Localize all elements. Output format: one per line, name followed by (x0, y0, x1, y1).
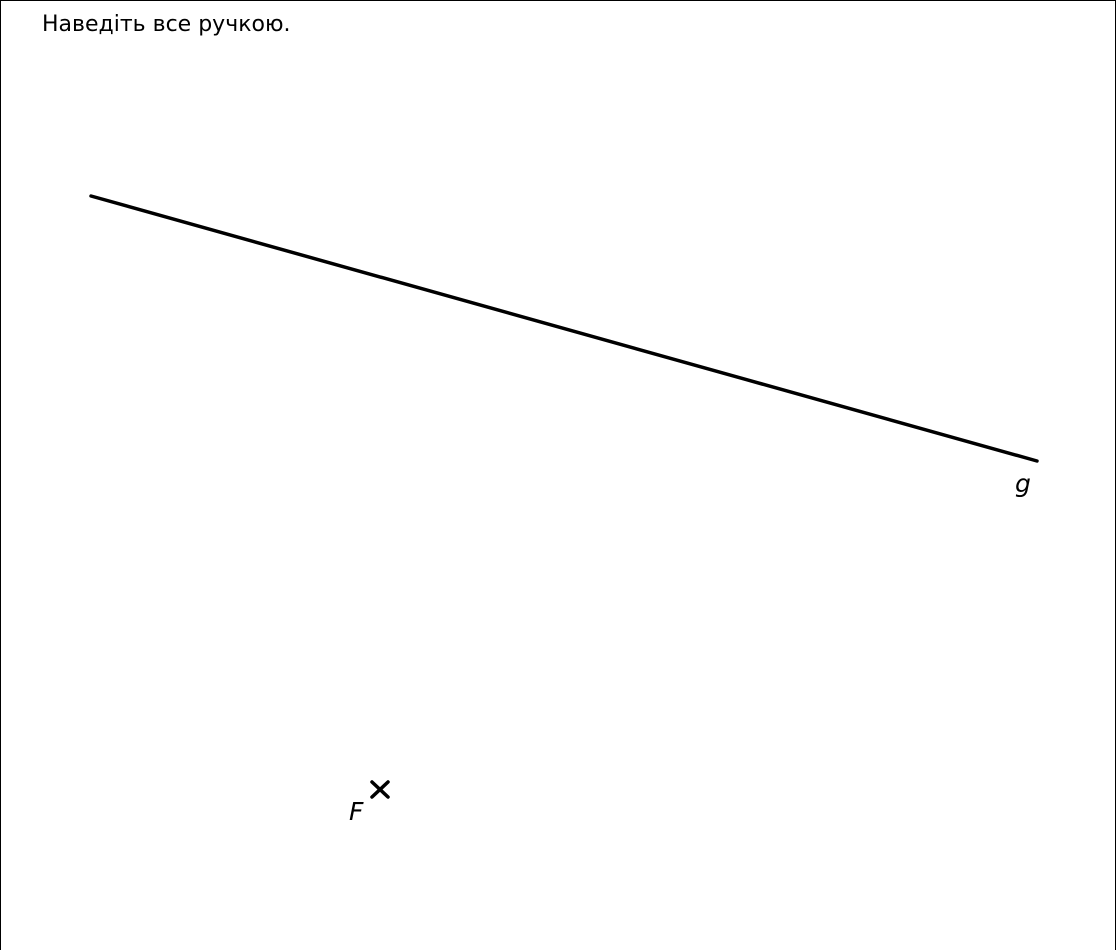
point-f-label: F (349, 797, 364, 826)
point-f-marker (370, 780, 390, 799)
line-g (89, 194, 1039, 463)
instruction-text: Наведіть все ручкою. (42, 12, 291, 37)
line-g-label: g (1015, 469, 1031, 498)
